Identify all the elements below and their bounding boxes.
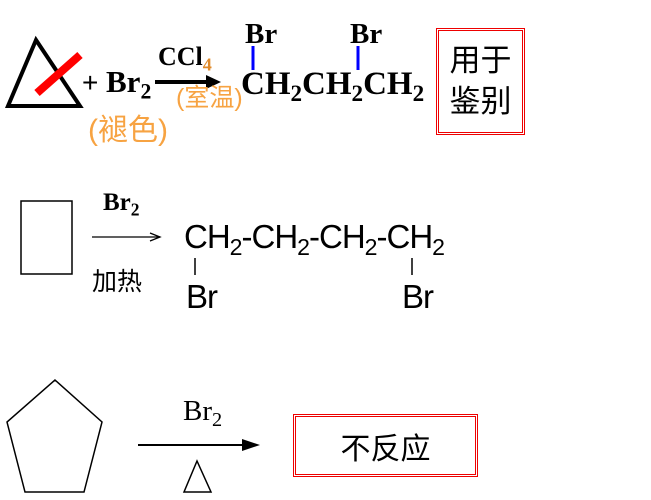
reactant-br-label: Br xyxy=(106,64,141,99)
product2-br-right: Br xyxy=(402,278,434,315)
chain-ch: CH xyxy=(302,66,352,102)
chain-ch: CH xyxy=(363,66,413,102)
reagent-label: Br xyxy=(183,395,212,427)
chain-ch: -CH xyxy=(376,218,434,255)
ring-cleavage-mark xyxy=(34,52,83,96)
observation-label: (褪色) xyxy=(88,114,168,147)
chain-sub: 2 xyxy=(297,233,310,260)
chain-sub: 2 xyxy=(364,233,378,260)
reagent-br2-3: Br2 xyxy=(183,395,223,432)
reagent-subscript: 2 xyxy=(130,199,140,220)
reactant-br2: Br2 xyxy=(106,66,151,103)
condition-heating: 加热 xyxy=(92,268,143,296)
reactant-subscript: 2 xyxy=(140,79,152,104)
note-box-identification: 用于 鉴别 xyxy=(436,28,525,135)
note-line-2: 鉴别 xyxy=(449,83,512,120)
catalyst-label: CCl xyxy=(158,42,203,71)
product-chain-1: CH2CH2CH2 xyxy=(241,68,424,105)
product-br-left: Br xyxy=(245,18,278,50)
arrow-2-head xyxy=(149,232,162,242)
arrow-1-head xyxy=(206,75,221,89)
cyclobutane-ring xyxy=(20,200,73,275)
product-chain-2: CH2-CH2-CH2-CH2 xyxy=(184,218,445,260)
catalyst-ccl4: CCl4 xyxy=(158,44,212,74)
cyclopentane-ring xyxy=(6,378,103,493)
arrow-3-head xyxy=(242,439,260,451)
product2-br-left: Br xyxy=(186,278,218,315)
cyclopropane-ring xyxy=(4,35,84,108)
chain-sub: 2 xyxy=(412,79,425,106)
reagent-label: Br xyxy=(103,189,131,216)
chain-ch: -CH xyxy=(241,218,299,255)
chain-ch: CH xyxy=(184,218,231,255)
chain-sub: 2 xyxy=(351,79,364,106)
catalyst-subscript: 4 xyxy=(202,54,212,75)
chain-ch: CH xyxy=(241,66,291,102)
condition-room-temp: (室温) xyxy=(176,84,243,112)
heat-symbol-icon xyxy=(182,459,213,493)
product-br-right: Br xyxy=(350,18,383,50)
result-label: 不反应 xyxy=(340,431,431,467)
note-line-1: 用于 xyxy=(449,43,512,80)
chain-sub: 2 xyxy=(432,233,445,260)
reagent-subscript: 2 xyxy=(212,409,223,432)
reagent-br2-2: Br2 xyxy=(103,190,140,219)
plus-sign: + xyxy=(82,67,99,98)
result-box-no-reaction: 不反应 xyxy=(293,414,478,477)
chain-ch: -CH xyxy=(309,218,366,255)
chain-sub: 2 xyxy=(229,233,243,260)
chain-sub: 2 xyxy=(290,79,303,106)
